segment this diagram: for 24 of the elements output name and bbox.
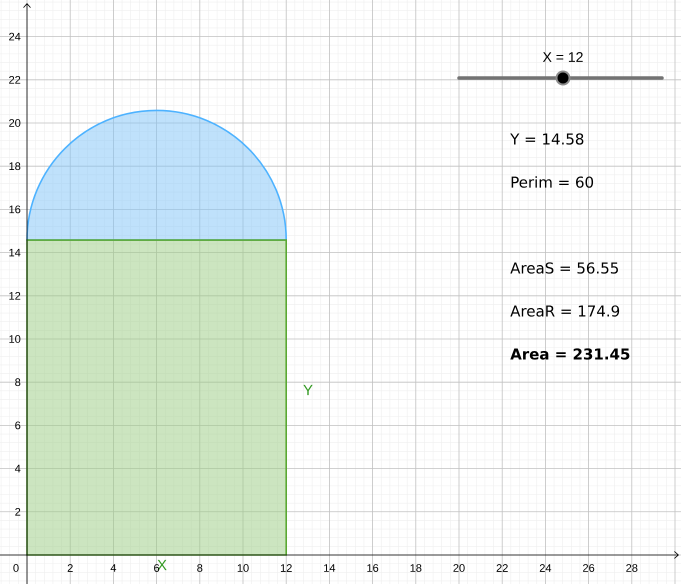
tick-label: 28 (626, 564, 638, 572)
tick-label: 22 (9, 76, 20, 84)
semicircle (26, 110, 287, 241)
tick-label: 24 (9, 32, 20, 40)
side-label: X (157, 560, 167, 570)
tick-label: 26 (583, 564, 594, 572)
tick-label: 16 (9, 206, 20, 214)
rectangle (26, 239, 287, 556)
slider-label: X = 12 (542, 52, 583, 62)
value-text: Perim = 60 (512, 176, 594, 188)
tick-label: 12 (280, 564, 292, 572)
value-text: Y = 14.58 (510, 133, 584, 145)
tick-label: 14 (324, 564, 336, 572)
tick-label: 18 (410, 564, 422, 572)
tick-label: 22 (496, 564, 508, 572)
tick-label: 24 (540, 564, 552, 572)
value-text: Area = 231.45 (510, 348, 630, 360)
tick-label: 14 (9, 248, 20, 256)
value-text: AreaR = 174.9 (510, 305, 620, 317)
side-label: Y (303, 384, 313, 396)
value-text: AreaS = 56.55 (510, 262, 618, 274)
tick-label: 16 (367, 564, 378, 572)
tick-label: 0 (13, 564, 19, 572)
tick-label: 20 (453, 564, 465, 572)
